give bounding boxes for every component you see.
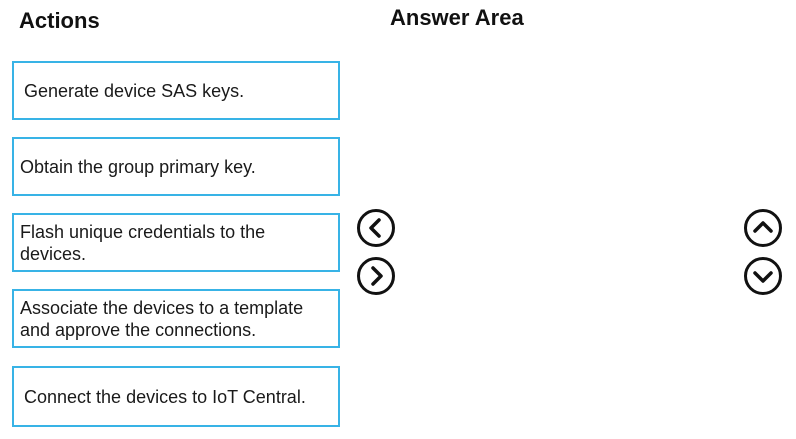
answer-area-dropzone[interactable] <box>400 40 730 430</box>
move-right-button[interactable] <box>357 257 395 295</box>
action-item-flash-unique-credentials[interactable]: Flash unique credentials to the devices. <box>12 213 340 272</box>
action-item-label: Connect the devices to IoT Central. <box>24 386 306 407</box>
chevron-left-icon <box>369 218 381 238</box>
actions-heading: Actions <box>19 8 100 33</box>
move-up-button[interactable] <box>744 209 782 247</box>
move-down-button[interactable] <box>744 257 782 295</box>
action-item-label: Flash unique credentials to the devices. <box>20 221 266 264</box>
action-item-obtain-group-primary-key[interactable]: Obtain the group primary key. <box>12 137 340 196</box>
chevron-up-icon <box>753 221 773 233</box>
chevron-down-icon <box>753 271 773 283</box>
chevron-right-icon <box>371 266 383 286</box>
answer-area-heading: Answer Area <box>390 5 524 30</box>
action-item-label: Obtain the group primary key. <box>20 156 256 177</box>
action-item-associate-devices-to-template[interactable]: Associate the devices to a template and … <box>12 289 340 348</box>
action-item-label: Generate device SAS keys. <box>24 80 245 101</box>
action-item-label: Associate the devices to a template and … <box>20 297 304 340</box>
action-item-connect-devices-to-iot-central[interactable]: Connect the devices to IoT Central. <box>12 366 340 427</box>
action-item-generate-device-sas-keys[interactable]: Generate device SAS keys. <box>12 61 340 120</box>
move-left-button[interactable] <box>357 209 395 247</box>
